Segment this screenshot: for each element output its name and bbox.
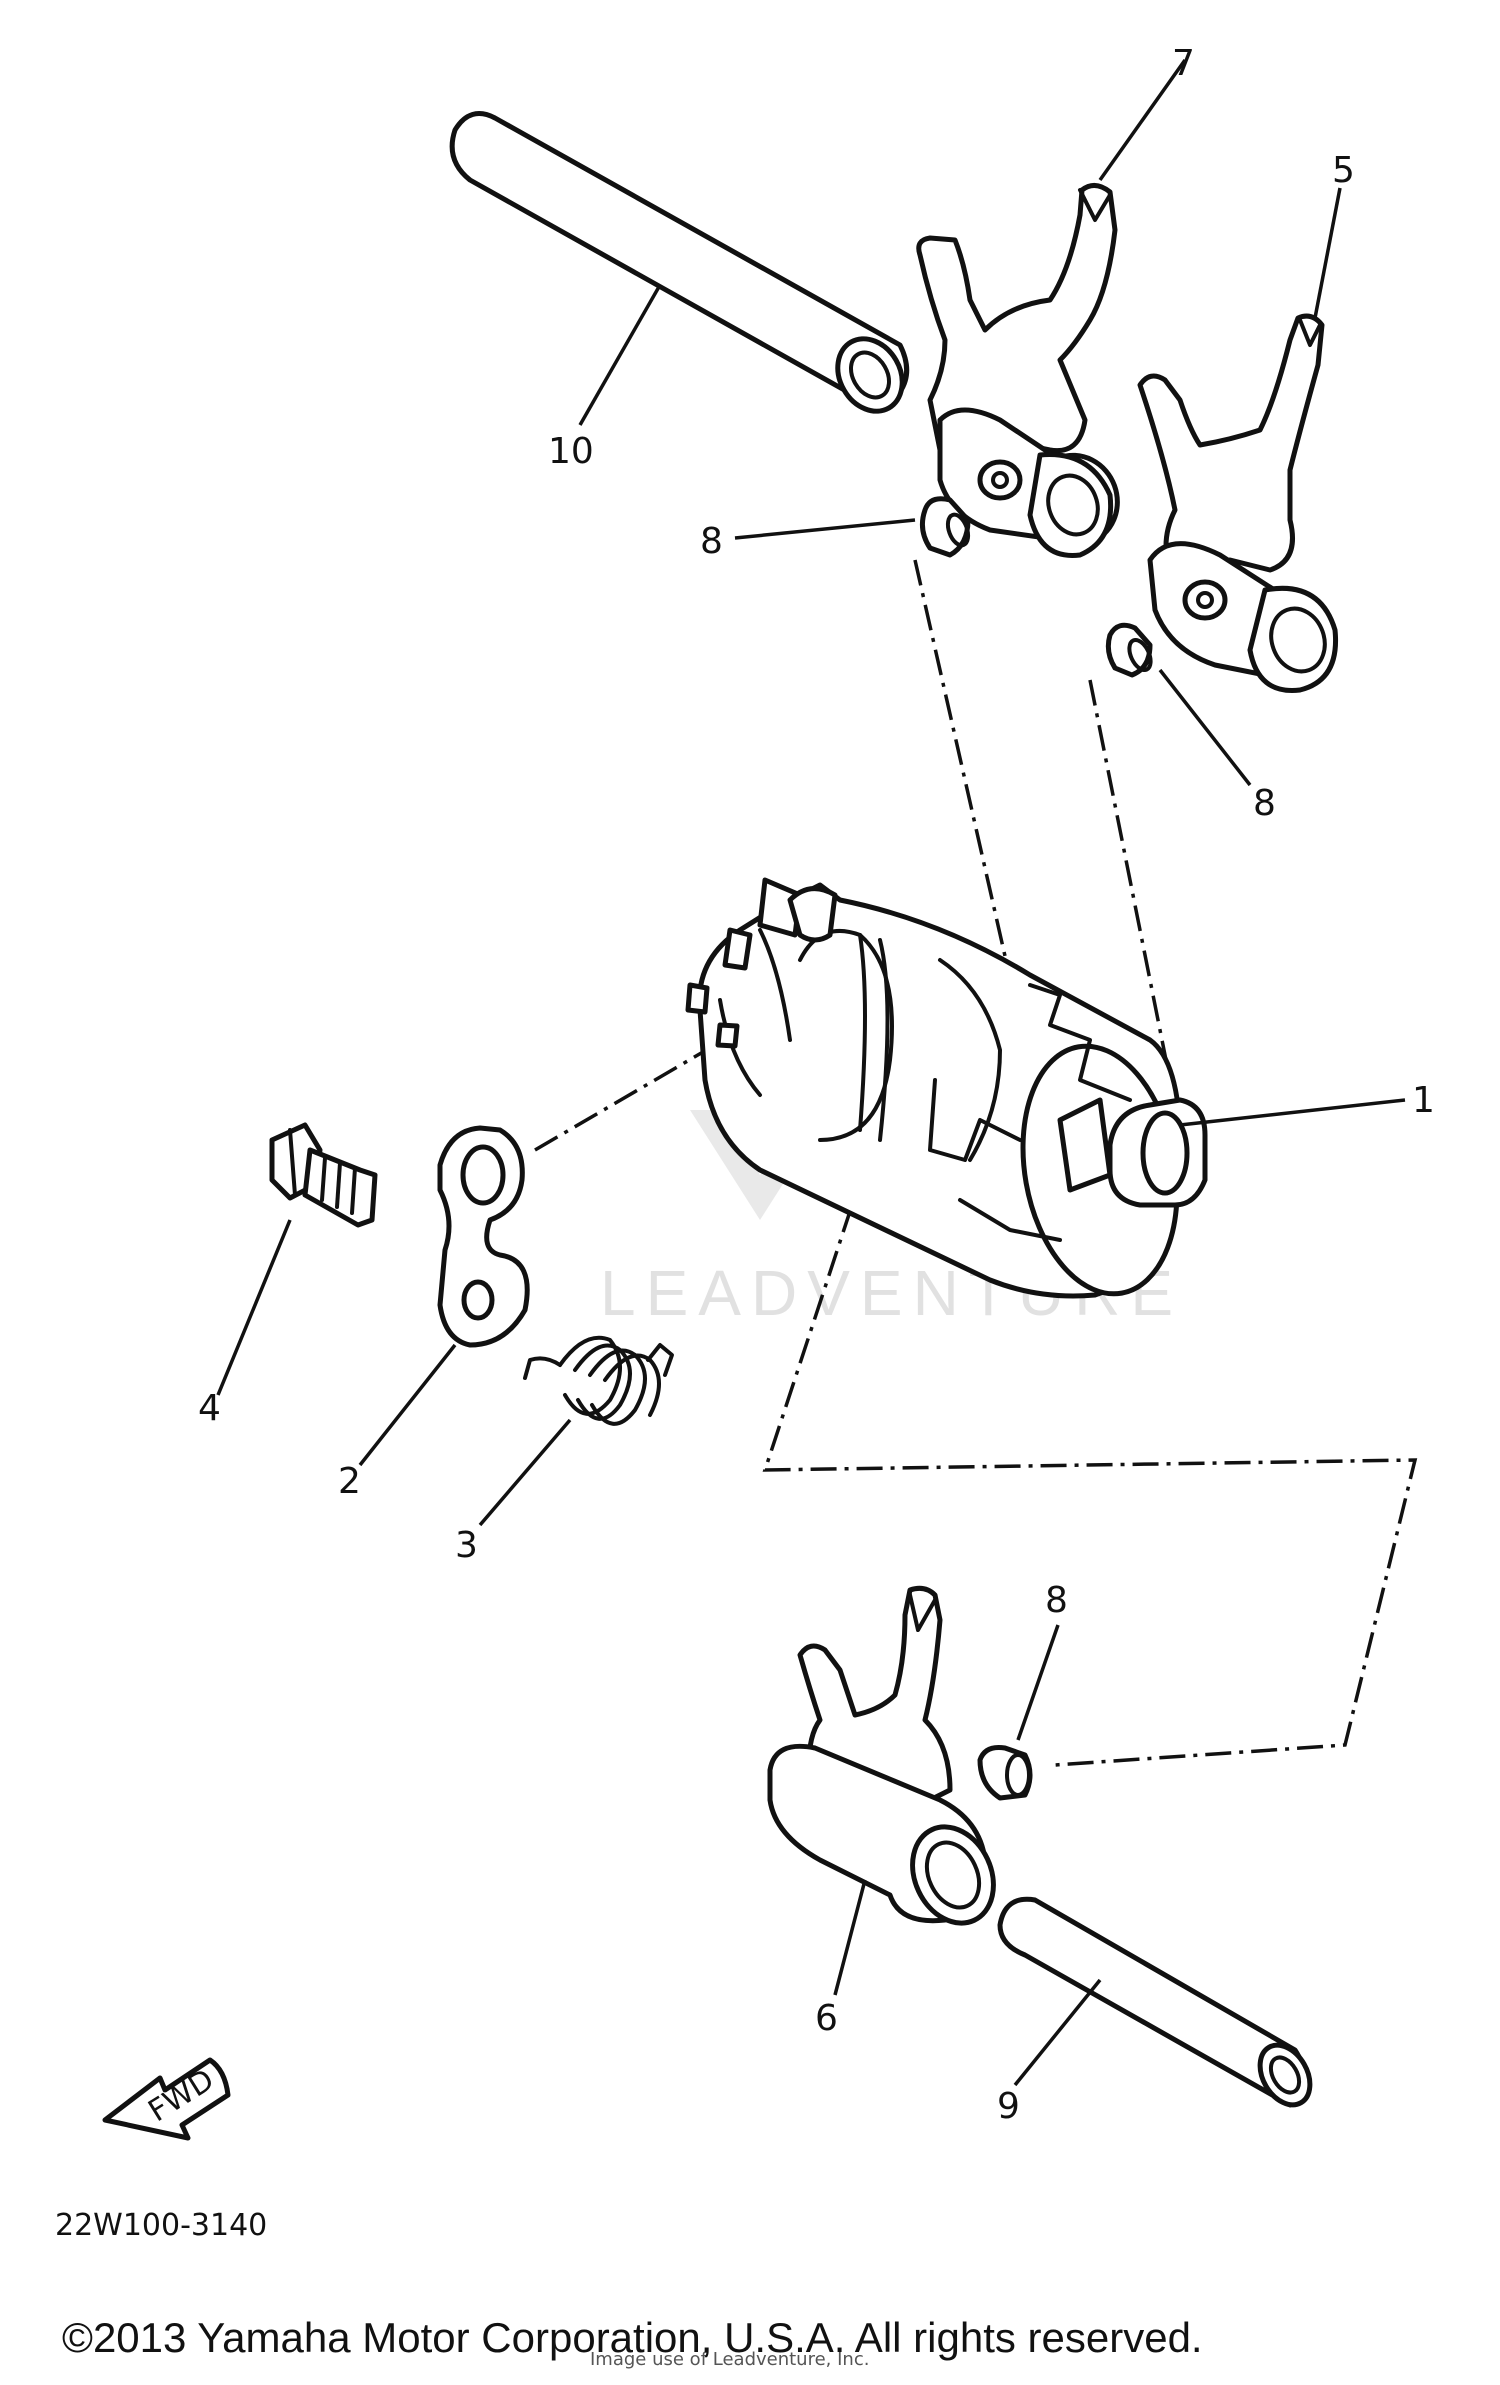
callout-4: 4 — [198, 1388, 221, 1429]
callout-5: 5 — [1332, 150, 1355, 191]
part-9-shaft — [997, 1896, 1313, 2108]
part-6-shift-fork — [767, 1585, 996, 1926]
callout-6: 6 — [815, 1998, 838, 2039]
part-5-shift-fork — [1137, 313, 1339, 693]
callout-1: 1 — [1412, 1080, 1435, 1121]
callout-10: 10 — [548, 431, 594, 472]
callouts: 7 5 10 8 8 1 4 2 3 8 6 9 — [198, 43, 1435, 2127]
image-credit: Image use of Leadventure, Inc. — [590, 2349, 869, 2370]
callout-8-upper-right: 8 — [1253, 783, 1276, 824]
copyright-notice: ©2013 Yamaha Motor Corporation, U.S.A. A… — [62, 2314, 1203, 2361]
part-7-shift-fork — [916, 183, 1120, 558]
drawing-code: 22W100-3140 — [55, 2208, 267, 2243]
callout-9: 9 — [997, 2086, 1020, 2127]
part-3-spring — [523, 1335, 674, 1426]
part-2-stopper-lever — [437, 1125, 530, 1348]
part-8-pin-c — [977, 1745, 1033, 1801]
part-10-shaft — [449, 111, 910, 414]
callout-7: 7 — [1172, 43, 1195, 84]
part-8-pin-a — [919, 496, 971, 558]
callout-3: 3 — [455, 1525, 478, 1566]
alignment-line-stopper — [534, 1043, 716, 1152]
callout-8-lower: 8 — [1045, 1580, 1068, 1621]
callout-2: 2 — [338, 1461, 361, 1502]
leader-lines — [216, 58, 1406, 2087]
alignment-line-pin-b — [1088, 679, 1172, 1081]
fwd-arrow: FWD — [102, 2057, 231, 2141]
part-4-bolt — [269, 1122, 378, 1228]
callout-8-upper-left: 8 — [700, 521, 723, 562]
part-8-pin-b — [1105, 622, 1153, 678]
alignment-line-pin-a — [913, 559, 1017, 1001]
part-1-shift-drum — [685, 877, 1208, 1299]
alignment-line-pin-c — [762, 1119, 1418, 1767]
